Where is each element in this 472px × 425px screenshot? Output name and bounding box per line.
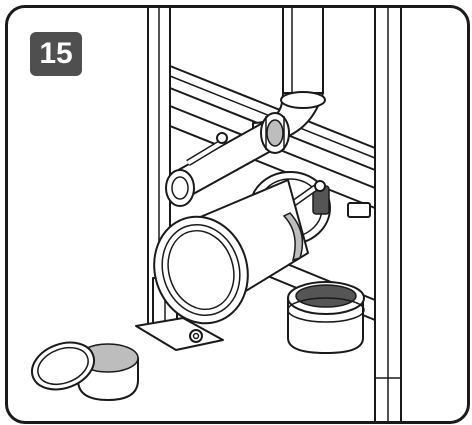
drain-connector-pipe bbox=[153, 179, 309, 325]
frame-foot bbox=[135, 317, 224, 351]
protective-cap bbox=[31, 341, 139, 401]
outlet-bend bbox=[287, 281, 365, 354]
water-connection-upper bbox=[165, 112, 290, 207]
installation-illustration: .ln { fill: #ffffff; stroke: #1a1a1a; st… bbox=[31, 8, 402, 421]
step-number-badge: 15 bbox=[30, 32, 82, 76]
illustration-frame: .ln { fill: #ffffff; stroke: #1a1a1a; st… bbox=[5, 5, 470, 424]
frame-post-right bbox=[374, 8, 402, 421]
